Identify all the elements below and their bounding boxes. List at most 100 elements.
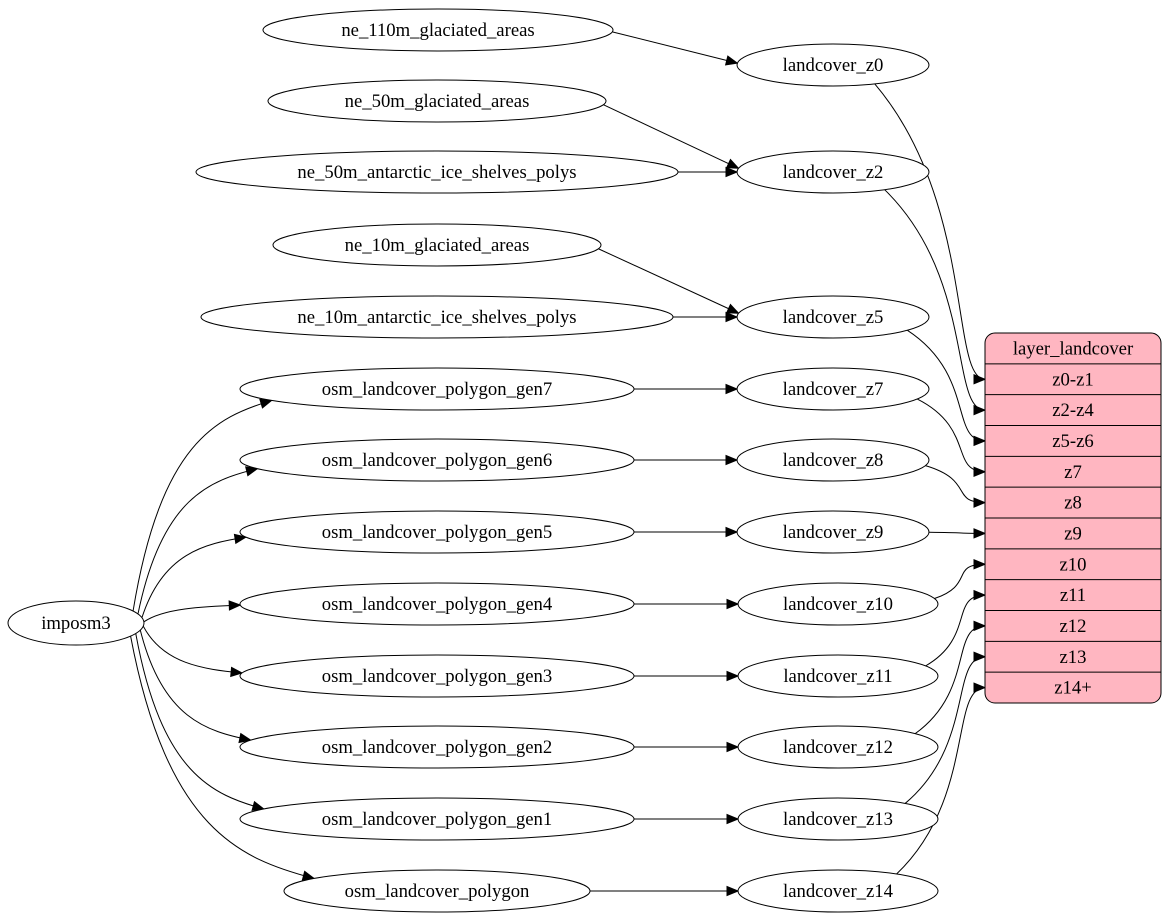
node-label: landcover_z13 <box>783 809 893 830</box>
edge-imposm3-to-osm_landcover_polygon_gen4 <box>143 600 242 623</box>
table-layer_landcover: layer_landcover z0-z1 z2-z4 z5-z6 z7 z8 z9 z10 z… <box>984 332 1162 704</box>
edge-osm_landcover_polygon_gen5-to-landcover_z9 <box>634 526 739 538</box>
node-label: landcover_z9 <box>783 522 884 543</box>
arrowhead-icon <box>973 404 987 416</box>
arrowhead-icon <box>726 670 740 682</box>
edge-landcover_z7-to-layer_landcover-z7 <box>917 398 987 477</box>
node-label: landcover_z11 <box>783 666 892 687</box>
node-label: ne_10m_glaciated_areas <box>345 235 530 256</box>
edge-osm_landcover_polygon_gen3-to-landcover_z11 <box>634 670 740 682</box>
arrowhead-icon <box>245 466 259 477</box>
node-landcover_z11: landcover_z11 <box>737 654 939 698</box>
node-label: landcover_z8 <box>783 450 884 471</box>
table-row-z8: z8 <box>985 486 1161 514</box>
arrowhead-icon <box>973 497 987 508</box>
node-landcover_z14: landcover_z14 <box>737 869 939 913</box>
edge-imposm3-to-osm_landcover_polygon_gen2 <box>139 630 252 744</box>
node-label: osm_landcover_polygon_gen7 <box>322 379 552 400</box>
node-label: landcover_z10 <box>783 594 893 615</box>
arrowhead-icon <box>973 589 987 601</box>
node-ne_50m_antarctic_ice_shelves_polys: ne_50m_antarctic_ice_shelves_polys <box>195 150 679 194</box>
node-osm_landcover_polygon_gen2: osm_landcover_polygon_gen2 <box>239 725 635 769</box>
node-label: osm_landcover_polygon_gen4 <box>322 594 553 615</box>
table-row-z11: z11 <box>985 579 1161 606</box>
node-osm_landcover_polygon_gen7: osm_landcover_polygon_gen7 <box>239 367 635 411</box>
edge-landcover_z0-to-layer_landcover-z0-z1 <box>874 83 987 385</box>
edge-landcover_z8-to-layer_landcover-z8 <box>925 465 987 508</box>
arrowhead-icon <box>233 533 248 545</box>
node-landcover_z10: landcover_z10 <box>737 582 939 626</box>
arrowhead-icon <box>725 383 739 395</box>
node-ne_110m_glaciated_areas: ne_110m_glaciated_areas <box>262 8 614 52</box>
node-label: landcover_z5 <box>783 307 884 328</box>
table-row-label: z14+ <box>1054 678 1092 699</box>
node-label: osm_landcover_polygon_gen3 <box>322 666 552 687</box>
node-label: landcover_z0 <box>783 55 884 76</box>
node-landcover_z2: landcover_z2 <box>736 150 930 194</box>
arrowhead-icon <box>238 732 252 744</box>
arrowhead-icon <box>726 741 740 753</box>
arrowhead-icon <box>725 158 740 169</box>
arrowhead-icon <box>973 466 987 477</box>
edge-osm_landcover_polygon-to-landcover_z14 <box>590 885 740 897</box>
edge-landcover_z12-to-layer_landcover-z12 <box>914 620 987 735</box>
node-landcover_z0: landcover_z0 <box>736 43 930 87</box>
edge-ne_50m_antarctic_ice_shelves_polys-to-landcover_z2 <box>678 166 739 178</box>
table-row-z12: z12 <box>985 610 1161 637</box>
table-row-z2-z4: z2-z4 <box>985 394 1161 421</box>
table-row-label: z2-z4 <box>1052 400 1094 421</box>
arrowhead-icon <box>973 435 987 447</box>
edge-ne_110m_glaciated_areas-to-landcover_z0 <box>612 31 739 66</box>
edge-ne_10m_antarctic_ice_shelves_polys-to-landcover_z5 <box>673 311 739 323</box>
node-label: landcover_z7 <box>783 379 884 400</box>
node-ne_10m_glaciated_areas: ne_10m_glaciated_areas <box>272 223 602 267</box>
table-row-label: z7 <box>1064 462 1082 483</box>
arrowhead-icon <box>973 374 987 385</box>
node-osm_landcover_polygon_gen3: osm_landcover_polygon_gen3 <box>239 654 635 698</box>
arrowhead-icon <box>973 528 987 539</box>
edge-landcover_z14-to-layer_landcover-z14+ <box>896 682 987 875</box>
node-label: landcover_z14 <box>783 881 894 902</box>
edge-landcover_z11-to-layer_landcover-z11 <box>925 589 987 667</box>
table-row-label: z13 <box>1060 647 1087 668</box>
node-label: ne_50m_glaciated_areas <box>345 91 530 112</box>
arrowhead-icon <box>228 600 242 611</box>
arrowhead-icon <box>725 526 739 538</box>
edge-ne_10m_glaciated_areas-to-landcover_z5 <box>598 248 740 314</box>
arrowhead-icon <box>726 813 740 825</box>
table-row-z13: z13 <box>985 640 1161 668</box>
table-row-label: z0-z1 <box>1052 369 1094 390</box>
node-label: ne_50m_antarctic_ice_shelves_polys <box>297 162 576 183</box>
arrowhead-icon <box>725 454 739 466</box>
node-label: imposm3 <box>41 613 111 634</box>
node-label: osm_landcover_polygon_gen2 <box>322 737 552 758</box>
edge-landcover_z2-to-layer_landcover-z2-z4 <box>884 189 987 416</box>
node-osm_landcover_polygon_gen6: osm_landcover_polygon_gen6 <box>239 438 635 482</box>
edge-ne_50m_glaciated_areas-to-landcover_z2 <box>603 104 740 169</box>
edge-imposm3-to-osm_landcover_polygon_gen6 <box>137 466 259 615</box>
arrowhead-icon <box>726 885 740 897</box>
node-osm_landcover_polygon_gen1: osm_landcover_polygon_gen1 <box>239 797 635 841</box>
table-row-z9: z9 <box>985 517 1161 544</box>
table-row-z5-z6: z5-z6 <box>985 425 1161 452</box>
table-title: layer_landcover <box>1013 338 1134 359</box>
table-row-label: z12 <box>1060 616 1087 637</box>
edge-imposm3-to-osm_landcover_polygon_gen3 <box>142 625 244 678</box>
node-label: osm_landcover_polygon_gen6 <box>322 450 552 471</box>
table-row-label: z11 <box>1060 585 1086 606</box>
table-row-label: z8 <box>1064 493 1082 514</box>
node-landcover_z5: landcover_z5 <box>736 295 930 339</box>
arrowhead-icon <box>230 666 244 678</box>
node-osm_landcover_polygon_gen4: osm_landcover_polygon_gen4 <box>239 582 635 626</box>
arrowhead-icon <box>973 651 987 662</box>
table-row-label: z5-z6 <box>1052 431 1094 452</box>
table-row-label: z10 <box>1060 554 1087 575</box>
arrowhead-icon <box>724 55 739 66</box>
arrowhead-icon <box>973 620 987 632</box>
node-landcover_z7: landcover_z7 <box>736 367 930 411</box>
table-row-z7: z7 <box>985 455 1161 483</box>
edge-landcover_z9-to-layer_landcover-z9 <box>928 528 987 539</box>
table-row-label: z9 <box>1064 523 1082 544</box>
node-landcover_z12: landcover_z12 <box>737 725 939 769</box>
